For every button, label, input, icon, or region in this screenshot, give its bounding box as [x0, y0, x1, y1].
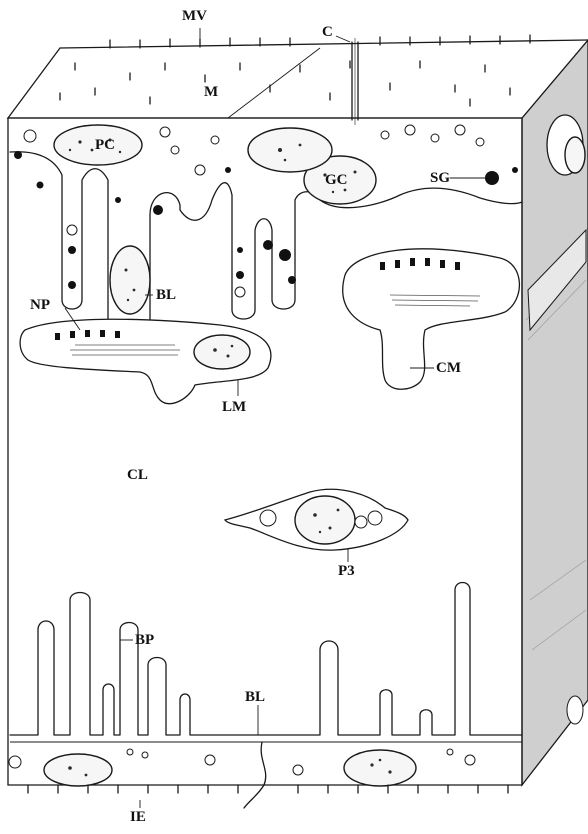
label-np: NP — [30, 298, 50, 313]
lower-junction — [244, 742, 266, 808]
label-cl: CL — [127, 468, 148, 483]
side-face-cell-lower — [567, 696, 583, 724]
mid-nucleus — [110, 246, 150, 314]
lower-nucleus-left — [44, 754, 112, 786]
label-sg: SG — [430, 171, 450, 186]
label-mv: MV — [182, 9, 207, 24]
lower-chromatin — [68, 759, 391, 777]
label-bl-bottom: BL — [245, 690, 265, 705]
longitudinal-muscle-nucleus — [194, 335, 250, 369]
microvilli-bottom — [28, 785, 508, 793]
lower-nucleus-right — [344, 750, 416, 786]
label-ie: IE — [130, 810, 146, 825]
p3-nucleus — [295, 496, 355, 544]
label-bl-top: BL — [156, 288, 176, 303]
basal-folds — [10, 583, 522, 736]
label-pc: PC — [95, 138, 115, 153]
label-c: C — [322, 25, 333, 40]
block-top-face — [8, 40, 588, 118]
p3-vesicle-left — [260, 510, 276, 526]
label-gc: GC — [325, 173, 348, 188]
label-m: M — [204, 85, 218, 100]
label-bp: BP — [135, 633, 154, 648]
label-cm: CM — [436, 361, 461, 376]
block-front-face — [8, 118, 522, 785]
p3-vesicle-right — [368, 511, 382, 525]
side-face-nucleus — [565, 137, 585, 173]
p3-vesicle-right-2 — [355, 516, 367, 528]
upper-nucleus — [248, 128, 332, 172]
label-lm: LM — [222, 400, 246, 415]
label-p3: P3 — [338, 564, 355, 579]
